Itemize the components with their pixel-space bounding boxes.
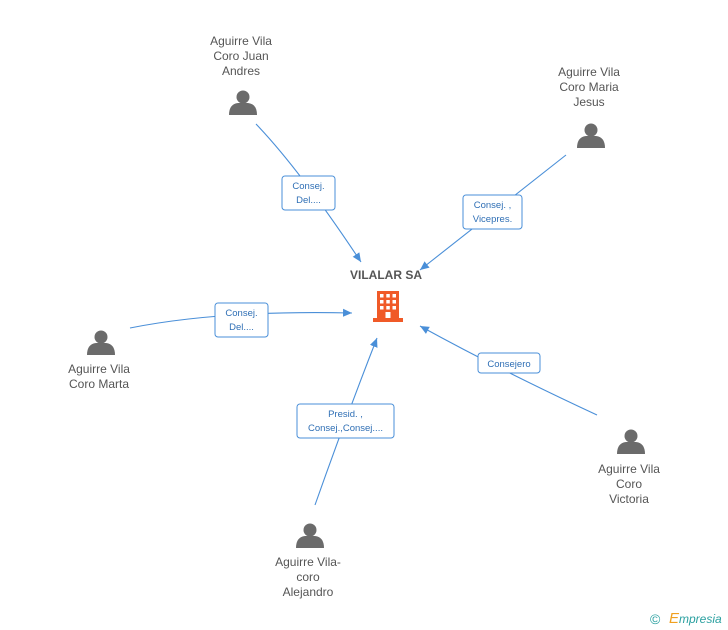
role-text: Presid. , [328,409,363,420]
person-name-line: Alejandro [283,585,334,599]
role-text: Consej.,Consej.... [308,423,383,434]
role-text: Del.... [229,322,254,333]
person-name-line: Coro Maria [559,80,619,94]
person-name-line: Aguirre Vila [558,65,620,79]
role-text: Consej. [292,181,324,192]
person-node-juan-andres[interactable]: Aguirre Vila Coro Juan Andres [210,34,272,115]
person-name-line: Jesus [573,95,604,109]
person-icon [87,330,115,355]
role-text: Consej. , [474,200,512,211]
person-name-line: Andres [222,64,260,78]
brand-rest: mpresia [679,612,722,626]
person-node-victoria[interactable]: Aguirre Vila Coro Victoria [598,429,660,507]
role-box-victoria[interactable]: Consejero [477,352,541,374]
person-name-line: Aguirre Vila- [275,555,341,569]
building-icon [373,291,403,322]
brand-logo: Empresia [669,610,722,627]
copyright-icon: © [650,611,661,627]
edges [129,123,598,506]
person-name-line: Coro [616,477,642,491]
person-node-alejandro[interactable]: Aguirre Vila- coro Alejandro [275,523,341,600]
company-node[interactable]: VILALAR SA [350,268,422,322]
role-text: Consej. [225,308,257,319]
role-box-maria-jesus[interactable]: Consej. , Vicepres. [462,194,523,230]
person-icon [577,123,605,148]
role-box-alejandro[interactable]: Presid. , Consej.,Consej.... [296,403,395,439]
role-text: Vicepres. [473,214,512,225]
footer-brand: © Empresia [650,610,722,627]
company-name: VILALAR SA [350,268,422,282]
person-node-marta[interactable]: Aguirre Vila Coro Marta [68,330,130,392]
person-icon [296,523,324,548]
person-name-line: Victoria [609,492,649,506]
person-name-line: coro [296,570,320,584]
person-name-line: Coro Marta [69,377,129,391]
person-name-line: Aguirre Vila [210,34,272,48]
person-name-line: Coro Juan [213,49,268,63]
role-text: Del.... [296,195,321,206]
person-icon [229,90,257,115]
person-name-line: Aguirre Vila [68,362,130,376]
person-node-maria-jesus[interactable]: Aguirre Vila Coro Maria Jesus [558,65,620,148]
brand-initial: E [669,610,680,627]
role-text: Consejero [487,359,530,370]
role-box-marta[interactable]: Consej. Del.... [214,302,269,338]
person-icon [617,429,645,454]
person-name-line: Aguirre Vila [598,462,660,476]
role-box-juan-andres[interactable]: Consej. Del.... [281,175,336,211]
